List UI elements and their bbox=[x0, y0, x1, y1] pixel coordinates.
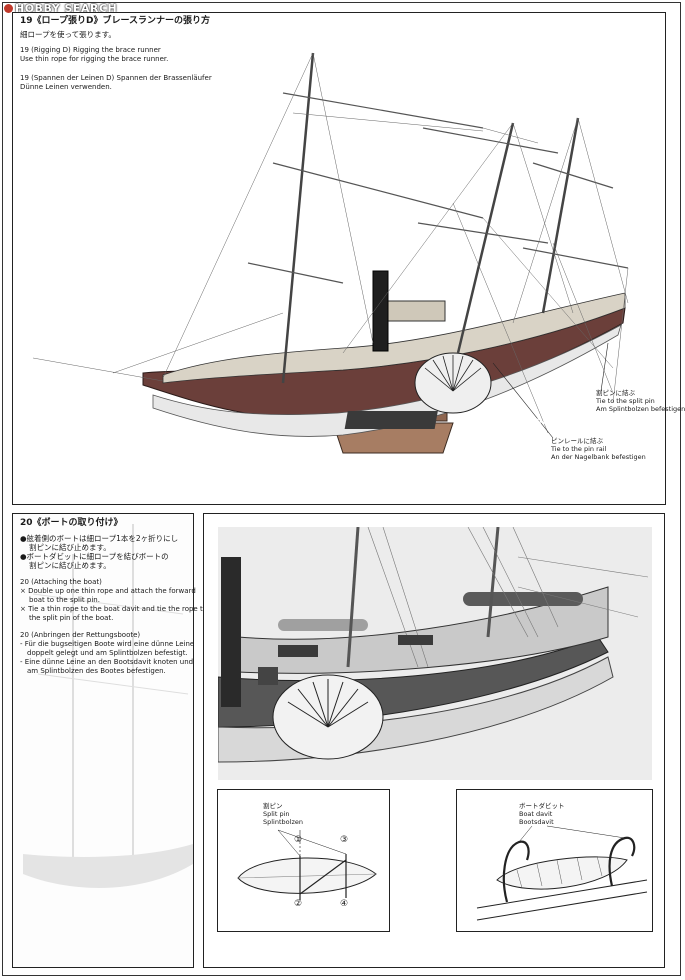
split-pin-diagram bbox=[237, 829, 377, 900]
split-pin-inset: 割ピン Split pin Splintbolzen ① ② ③ ④ bbox=[217, 789, 390, 932]
faded-ship-background bbox=[23, 524, 193, 888]
main-mast bbox=[456, 122, 515, 354]
step20-title: 20《ボートの取り付け》 bbox=[20, 518, 123, 528]
boat-davit-label-jp: ボートダビット bbox=[519, 802, 565, 810]
step19-de-title: 19 (Spannen der Leinen D) Spannen der Br… bbox=[20, 74, 212, 82]
paddle-rays bbox=[424, 355, 482, 392]
yards bbox=[247, 92, 629, 284]
fore-mast bbox=[281, 52, 315, 384]
callout-pin-rail-jp: ピンレールに結ぶ bbox=[551, 437, 603, 445]
step20-de-2b: am Splintbolzen des Bootes befestigen. bbox=[27, 667, 166, 675]
step20-en-2a-text: Tie a thin rope to the boat davit and ti… bbox=[28, 605, 207, 613]
split-pin-label-jp: 割ピン bbox=[263, 802, 283, 810]
boat-attachment-photo bbox=[218, 527, 652, 780]
step20-panel: 20《ボートの取り付け》 ●舷着側のボートは細ロープ1本を2ヶ折りにし 割ピンに… bbox=[12, 513, 207, 968]
callout-leaders bbox=[492, 342, 609, 439]
step20-photo-panel: 割ピン Split pin Splintbolzen ① ② ③ ④ ボートダビ… bbox=[203, 513, 665, 968]
rigging-lines bbox=[32, 52, 629, 434]
deckhouse bbox=[384, 300, 446, 322]
marker-4: ④ bbox=[340, 899, 349, 909]
boat-davit-label-en: Boat davit bbox=[519, 810, 553, 818]
step20-de-title: 20 (Anbringen der Rettungsboote) bbox=[20, 631, 141, 639]
nameplate-text: SUSQUEHANNA bbox=[488, 417, 551, 426]
step19-panel: 19《ロープ張りD》ブレースランナーの張り方 細ロープを使って張ります。 19 … bbox=[12, 12, 685, 505]
boat-davit-label-de: Bootsdavit bbox=[519, 818, 554, 826]
callout-pin-rail-de: An der Nagelbank befestigen bbox=[551, 453, 646, 461]
mizzen-mast bbox=[541, 117, 580, 314]
step20-en-1b: boat to the split pin. bbox=[29, 596, 100, 604]
callout-split-pin-en: Tie to the split pin bbox=[596, 397, 655, 405]
boat-photo-illustration bbox=[218, 527, 652, 780]
split-pin-label-de: Splintbolzen bbox=[263, 818, 303, 826]
funnel bbox=[372, 270, 389, 352]
marker-3: ③ bbox=[340, 835, 349, 845]
callout-pin-rail-en: Tie to the pin rail bbox=[551, 445, 607, 453]
step20-en-1a: × Double up one thin rope and attach the… bbox=[20, 587, 196, 595]
marker-2: ② bbox=[294, 899, 303, 909]
step19-en-instruction: Use thin rope for rigging the brace runn… bbox=[20, 55, 169, 63]
step20-de-1a-text: Für die bugseitigen Boote wird eine dünn… bbox=[24, 640, 195, 648]
nameplate-badge bbox=[344, 411, 438, 429]
watermark-logo-icon bbox=[4, 4, 13, 13]
callout-pin-rail: ピンレールに結ぶ Tie to the pin rail An der Nage… bbox=[551, 437, 646, 461]
marker-1: ① bbox=[294, 835, 303, 845]
boat-davit-diagram bbox=[476, 825, 648, 921]
boat-davit-inset: ボートダビット Boat davit Bootsdavit bbox=[456, 789, 653, 932]
step20-de-2a-text: Eine dünne Leine an den Bootsdavit knote… bbox=[24, 658, 194, 666]
watermark-text: HOBBY SEARCH bbox=[15, 2, 118, 15]
step20-jp-1a: ●舷着側のボートは細ロープ1本を2ヶ折りにし bbox=[20, 534, 179, 543]
split-pin-label: 割ピン Split pin Splintbolzen bbox=[263, 802, 303, 826]
step20-en-1a-text: Double up one thin rope and attach the f… bbox=[28, 587, 196, 595]
split-pin-label-en: Split pin bbox=[263, 810, 290, 818]
callout-split-pin: 割ピンに結ぶ Tie to the split pin Am Splintbol… bbox=[596, 389, 685, 413]
step20-de-2a: - Eine dünne Leine an den Bootsdavit kno… bbox=[20, 658, 194, 666]
ship-illustration: SUSQUEHANNA bbox=[32, 52, 629, 454]
step19-en-title: 19 (Rigging D) Rigging the brace runner bbox=[20, 46, 161, 54]
callout-split-pin-de: Am Splintbolzen befestigen bbox=[596, 405, 685, 413]
step20-jp-2a: ●ボートダビットに細ロープを結びボートの bbox=[20, 552, 169, 561]
boat-davit-label: ボートダビット Boat davit Bootsdavit bbox=[519, 802, 565, 826]
step19-jp-instruction: 細ロープを使って張ります。 bbox=[20, 30, 116, 39]
step19-title: 19《ロープ張りD》ブレースランナーの張り方 bbox=[20, 16, 211, 26]
ship-deck bbox=[162, 292, 626, 384]
step20-en-2b: the split pin of the boat. bbox=[29, 614, 114, 622]
step20-de-1a: - Für die bugseitigen Boote wird eine dü… bbox=[20, 640, 195, 648]
step19-de-instruction: Dünne Leinen verwenden. bbox=[20, 83, 112, 91]
step20-en-title: 20 (Attaching the boat) bbox=[20, 578, 102, 586]
step20-en-2a: × Tie a thin rope to the boat davit and … bbox=[20, 605, 207, 613]
watermark: HOBBY SEARCH bbox=[4, 2, 117, 15]
callout-split-pin-jp: 割ピンに結ぶ bbox=[596, 389, 635, 397]
step20-jp-2b: 割ピンに結び止めます。 bbox=[29, 561, 111, 570]
step20-de-1b: doppelt gelegt und am Splintbolzen befes… bbox=[27, 649, 188, 657]
step20-jp-1b: 割ピンに結び止めます。 bbox=[29, 543, 111, 552]
